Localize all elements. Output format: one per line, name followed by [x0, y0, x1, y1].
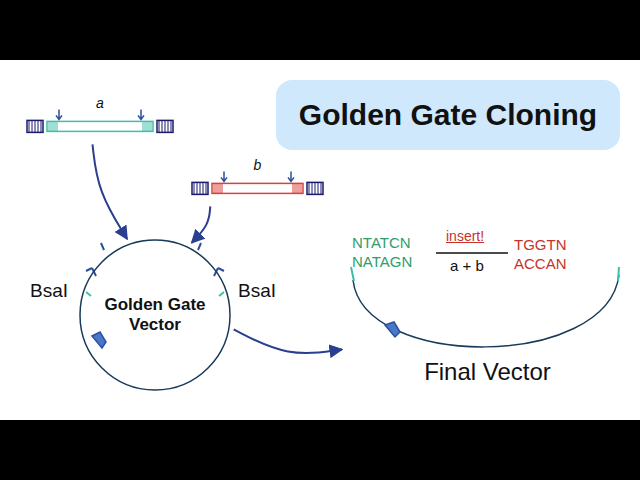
fragment-name: b [190, 158, 325, 173]
insert-label: a + b [450, 257, 484, 274]
sequence-label: ACCAN [514, 255, 567, 272]
sequence-label: NTATCN [352, 234, 411, 251]
node-label: Final Vector [424, 358, 551, 386]
connector-arrow [192, 206, 211, 242]
letterbox-bar [0, 420, 640, 480]
node-label: Golden Gate Vector [99, 295, 211, 336]
vector-circle: Golden Gate Vector [78, 238, 232, 392]
dna-fragment: a [25, 96, 175, 141]
enzyme-label: BsaI [238, 280, 276, 302]
sequence-label: NATAGN [352, 253, 412, 270]
title-text: Golden Gate Cloning [299, 98, 597, 132]
letterbox-bar [0, 0, 640, 60]
insert-line [436, 252, 508, 254]
connector-arrow [234, 329, 342, 353]
fragment-name: a [25, 96, 175, 111]
connector-arrow [93, 144, 128, 239]
title-box: Golden Gate Cloning [276, 80, 620, 150]
enzyme-label: BsaI [30, 280, 68, 302]
note-label: insert! [446, 228, 484, 244]
dna-fragment: b [190, 158, 325, 203]
sequence-label: TGGTN [514, 236, 567, 253]
